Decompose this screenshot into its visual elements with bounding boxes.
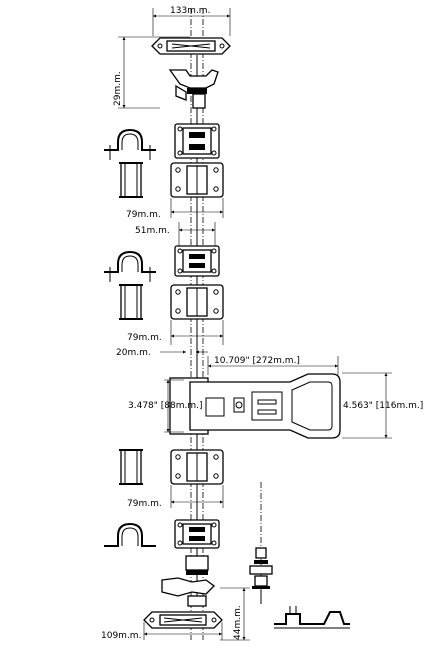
- u-bracket-1: [104, 128, 156, 160]
- dim-116-label: 4.563" [116m.m.]: [343, 401, 423, 411]
- side-bar-block-2: [119, 284, 143, 320]
- dim-29-label: 29m.m.: [113, 71, 123, 106]
- dim-79-label-2: 79m.m.: [127, 333, 162, 343]
- bolt-detail: [249, 482, 273, 604]
- dimension-keeper-width-1: 79m.m.: [126, 198, 224, 220]
- dimension-keeper-inner: 51m.m.: [135, 222, 216, 248]
- dimension-top-width: 133m.m.: [152, 6, 231, 36]
- bottom-guide: [143, 611, 223, 629]
- dim-109-label: 109m.m.: [101, 631, 141, 641]
- dim-79-label-1: 79m.m.: [126, 210, 161, 220]
- dimension-keeper-width-2: 79m.m.: [127, 320, 224, 345]
- upper-cam: [168, 69, 219, 109]
- top-guide: [151, 37, 231, 55]
- dim-133-label: 133m.m.: [170, 6, 210, 16]
- dimension-bottom-height: 44m.m.: [220, 587, 250, 641]
- side-bar-block-1: [119, 162, 143, 198]
- locking-handle: [169, 373, 341, 439]
- side-bar-block-3: [119, 449, 143, 485]
- dimension-handle-offset: 29m.m.: [113, 36, 190, 109]
- dim-79-label-3: 79m.m.: [127, 499, 162, 509]
- lower-cam: [161, 555, 215, 607]
- dimension-handle-height: 4.563" [116m.m.]: [342, 372, 423, 439]
- u-bracket-2: [104, 250, 156, 282]
- dim-44-label: 44m.m.: [233, 605, 243, 640]
- dim-51-label: 51m.m.: [135, 226, 170, 236]
- dim-20-label: 20m.m.: [116, 348, 151, 358]
- dimension-bottom-width: 109m.m.: [101, 622, 223, 641]
- dimension-keeper-width-3: 79m.m.: [127, 485, 224, 509]
- keeper-block-4: [170, 284, 224, 320]
- dimension-handle-inner: 3.478" [88m.m.]: [128, 379, 203, 433]
- keeper-block-3: [174, 245, 220, 277]
- u-bracket-3: [104, 522, 156, 547]
- keeper-block-5: [170, 449, 224, 485]
- dim-272-label: 10.709" [272m.m.]: [214, 356, 300, 366]
- keeper-block-6: [174, 519, 220, 549]
- dimension-offset-20: 20m.m.: [116, 348, 208, 358]
- dim-88-label: 3.478" [88m.m.]: [128, 401, 203, 411]
- keeper-block-1: [174, 123, 220, 159]
- dimension-handle-length: 10.709" [272m.m.]: [207, 356, 339, 375]
- mounting-plate-detail: [274, 606, 350, 629]
- keeper-block-2: [170, 162, 224, 198]
